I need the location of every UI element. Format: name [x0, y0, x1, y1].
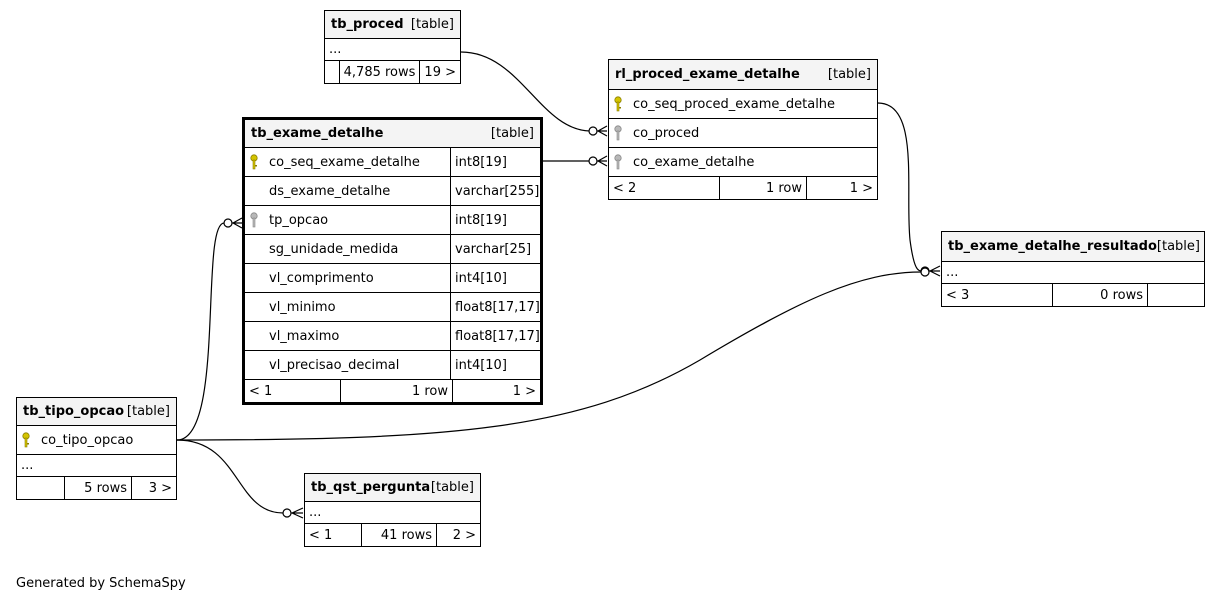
- footer-children[interactable]: 1 >: [806, 177, 877, 199]
- footer-children[interactable]: 3 >: [131, 477, 176, 499]
- foreign-key-icon: [613, 154, 627, 170]
- primary-key-icon: [249, 154, 263, 170]
- ellipsis-row: ...: [305, 502, 480, 524]
- footer-row-count: 5 rows: [64, 477, 131, 499]
- table-footer: < 1 41 rows 2 >: [305, 524, 480, 546]
- footer-row-count: 0 rows: [1052, 284, 1147, 306]
- column-name: vl_minimo: [269, 299, 336, 315]
- column-type: int8[19]: [450, 206, 540, 234]
- foreign-key-icon: [613, 125, 627, 141]
- table-header: tb_proced [table]: [325, 11, 460, 39]
- footer-parents[interactable]: [17, 477, 64, 499]
- column-name: vl_maximo: [269, 328, 340, 344]
- column-type: varchar[25]: [450, 235, 540, 263]
- table-footer: < 3 0 rows: [942, 284, 1204, 306]
- table-header: tb_exame_detalhe_resultado [table]: [942, 232, 1204, 262]
- primary-key-icon: [21, 432, 35, 448]
- column-row[interactable]: tp_opcao int8[19]: [245, 206, 540, 235]
- footer-children[interactable]: 2 >: [436, 524, 480, 546]
- table-header: tb_qst_pergunta [table]: [305, 474, 480, 502]
- table-footer: 5 rows 3 >: [17, 477, 176, 499]
- column-type: varchar[255]: [450, 177, 540, 205]
- footer-row-count: 1 row: [340, 380, 452, 402]
- column-row[interactable]: vl_maximo float8[17,17]: [245, 322, 540, 351]
- footer-row-count: 4,785 rows: [338, 61, 421, 83]
- column-row[interactable]: vl_minimo float8[17,17]: [245, 293, 540, 322]
- table-footer: 4,785 rows 19 >: [325, 61, 460, 83]
- relationship-resultado-link-2: [176, 271, 922, 441]
- table-name: tb_qst_pergunta: [311, 480, 431, 495]
- column-row[interactable]: co_tipo_opcao: [17, 426, 176, 455]
- table-header: tb_tipo_opcao [table]: [17, 398, 176, 426]
- footer-parents[interactable]: < 1: [249, 383, 273, 399]
- column-name: co_proced: [633, 125, 700, 141]
- column-type: int4[10]: [450, 351, 540, 379]
- table-rl_proced_exame_detalhe[interactable]: rl_proced_exame_detalhe [table] co_seq_p…: [608, 59, 878, 200]
- primary-key-icon: [613, 96, 627, 112]
- relationship-qst-pergunta-link: [176, 439, 284, 514]
- column-type: float8[17,17]: [450, 293, 540, 321]
- column-row[interactable]: vl_comprimento int4[10]: [245, 264, 540, 293]
- column-name: co_exame_detalhe: [633, 154, 755, 170]
- footer-children[interactable]: 19 >: [424, 64, 456, 80]
- column-type: int8[19]: [450, 148, 540, 176]
- generated-by-credit: Generated by SchemaSpy: [16, 576, 186, 591]
- table-kind: [table]: [126, 404, 170, 419]
- column-name: ds_exame_detalhe: [269, 183, 391, 199]
- table-kind: [table]: [827, 67, 871, 82]
- footer-parents[interactable]: < 3: [946, 287, 970, 303]
- table-header: rl_proced_exame_detalhe [table]: [609, 60, 877, 90]
- column-row[interactable]: co_seq_proced_exame_detalhe: [609, 90, 877, 119]
- column-name: co_seq_proced_exame_detalhe: [633, 96, 836, 112]
- column-name: tp_opcao: [269, 212, 329, 228]
- table-tb_exame_detalhe_resultado[interactable]: tb_exame_detalhe_resultado [table] ... <…: [941, 231, 1205, 307]
- column-name: vl_precisao_decimal: [269, 357, 400, 373]
- footer-parents[interactable]: [325, 61, 339, 83]
- table-tb_proced[interactable]: tb_proced [table] ... 4,785 rows 19 >: [324, 10, 461, 84]
- foreign-key-icon: [249, 212, 263, 228]
- ellipsis-row: ...: [17, 455, 176, 477]
- column-type: int4[10]: [450, 264, 540, 292]
- footer-children[interactable]: [1147, 284, 1204, 306]
- table-tb_qst_pergunta[interactable]: tb_qst_pergunta [table] ... < 1 41 rows …: [304, 473, 481, 547]
- column-row[interactable]: sg_unidade_medida varchar[25]: [245, 235, 540, 264]
- footer-parents[interactable]: < 2: [613, 180, 637, 196]
- table-name: tb_tipo_opcao: [23, 404, 125, 419]
- column-row[interactable]: co_exame_detalhe: [609, 148, 877, 177]
- footer-parents[interactable]: < 1: [309, 527, 333, 543]
- table-kind: [table]: [1156, 239, 1200, 254]
- footer-row-count: 41 rows: [361, 524, 436, 546]
- relationship-tipo-opcao-link: [176, 222, 225, 441]
- footer-children[interactable]: 1 >: [452, 380, 540, 402]
- table-name: tb_proced: [331, 17, 404, 32]
- table-name: rl_proced_exame_detalhe: [615, 67, 800, 82]
- table-tb_tipo_opcao[interactable]: tb_tipo_opcao [table] co_tipo_opcao ... …: [16, 397, 177, 500]
- ellipsis-row: ...: [325, 39, 460, 61]
- table-footer: < 1 1 row 1 >: [245, 380, 540, 402]
- relationship-resultado-link-1: [877, 102, 923, 272]
- ellipsis-row: ...: [942, 262, 1204, 284]
- column-name: vl_comprimento: [269, 270, 374, 286]
- table-header: tb_exame_detalhe [table]: [245, 120, 540, 148]
- column-row[interactable]: co_seq_exame_detalhe int8[19]: [245, 148, 540, 177]
- table-kind: [table]: [430, 480, 474, 495]
- footer-row-count: 1 row: [719, 177, 806, 199]
- column-row[interactable]: ds_exame_detalhe varchar[255]: [245, 177, 540, 206]
- table-tb_exame_detalhe[interactable]: tb_exame_detalhe [table] co_seq_exame_de…: [242, 117, 543, 405]
- column-name: co_tipo_opcao: [41, 432, 134, 448]
- column-name: sg_unidade_medida: [269, 241, 399, 257]
- column-row[interactable]: co_proced: [609, 119, 877, 148]
- table-footer: < 2 1 row 1 >: [609, 177, 877, 199]
- table-kind: [table]: [410, 17, 454, 32]
- column-row[interactable]: vl_precisao_decimal int4[10]: [245, 351, 540, 380]
- column-type: float8[17,17]: [450, 322, 540, 350]
- table-name: tb_exame_detalhe_resultado: [948, 239, 1157, 254]
- column-name: co_seq_exame_detalhe: [269, 154, 420, 170]
- table-kind: [table]: [490, 126, 534, 141]
- table-name: tb_exame_detalhe: [251, 126, 384, 141]
- relationship-proced-link: [460, 51, 591, 132]
